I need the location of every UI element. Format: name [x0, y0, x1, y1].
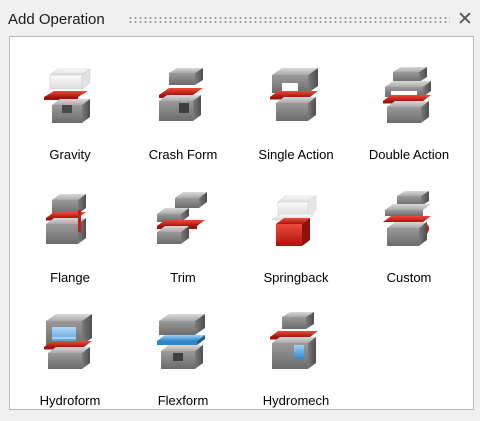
operation-label: Double Action [368, 147, 450, 162]
operation-hydromech[interactable]: Hydromech [246, 305, 346, 421]
operation-label: Flexform [157, 393, 209, 408]
drag-handle[interactable] [128, 16, 450, 24]
operation-label: Gravity [49, 147, 91, 162]
hydromech-icon [270, 312, 318, 369]
close-icon[interactable]: ✕ [457, 9, 473, 30]
operations-panel: Gravity Crash Form Single Action [9, 36, 474, 410]
operation-label: Single Action [258, 147, 334, 162]
operation-springback[interactable]: Springback [246, 182, 346, 298]
hydroform-icon [44, 314, 92, 369]
operation-label: Hydroform [39, 393, 101, 408]
springback-icon [271, 195, 317, 246]
window-title: Add Operation [8, 11, 105, 28]
single-action-icon [270, 68, 318, 121]
custom-icon [383, 191, 431, 246]
flange-icon [46, 194, 86, 244]
crash-form-icon [159, 68, 203, 121]
trim-icon [157, 192, 207, 244]
operation-label: Trim [170, 270, 196, 285]
operation-label: Springback [263, 270, 329, 285]
title-bar[interactable]: Add Operation ✕ [0, 0, 480, 36]
operation-trim[interactable]: Trim [133, 182, 233, 298]
double-action-icon [383, 67, 431, 123]
gravity-icon [44, 68, 91, 123]
operation-gravity[interactable]: Gravity [20, 59, 120, 175]
operation-label: Flange [50, 270, 90, 285]
operation-flexform[interactable]: Flexform [133, 305, 233, 421]
operation-hydroform[interactable]: Hydroform [20, 305, 120, 421]
operation-custom[interactable]: Custom [359, 182, 459, 298]
operation-label: Hydromech [262, 393, 330, 408]
operation-label: Crash Form [148, 147, 218, 162]
operation-label: Custom [386, 270, 432, 285]
operation-single-action[interactable]: Single Action [246, 59, 346, 175]
flexform-icon [157, 314, 205, 369]
operation-double-action[interactable]: Double Action [359, 59, 459, 175]
operation-flange[interactable]: Flange [20, 182, 120, 298]
operation-crash-form[interactable]: Crash Form [133, 59, 233, 175]
